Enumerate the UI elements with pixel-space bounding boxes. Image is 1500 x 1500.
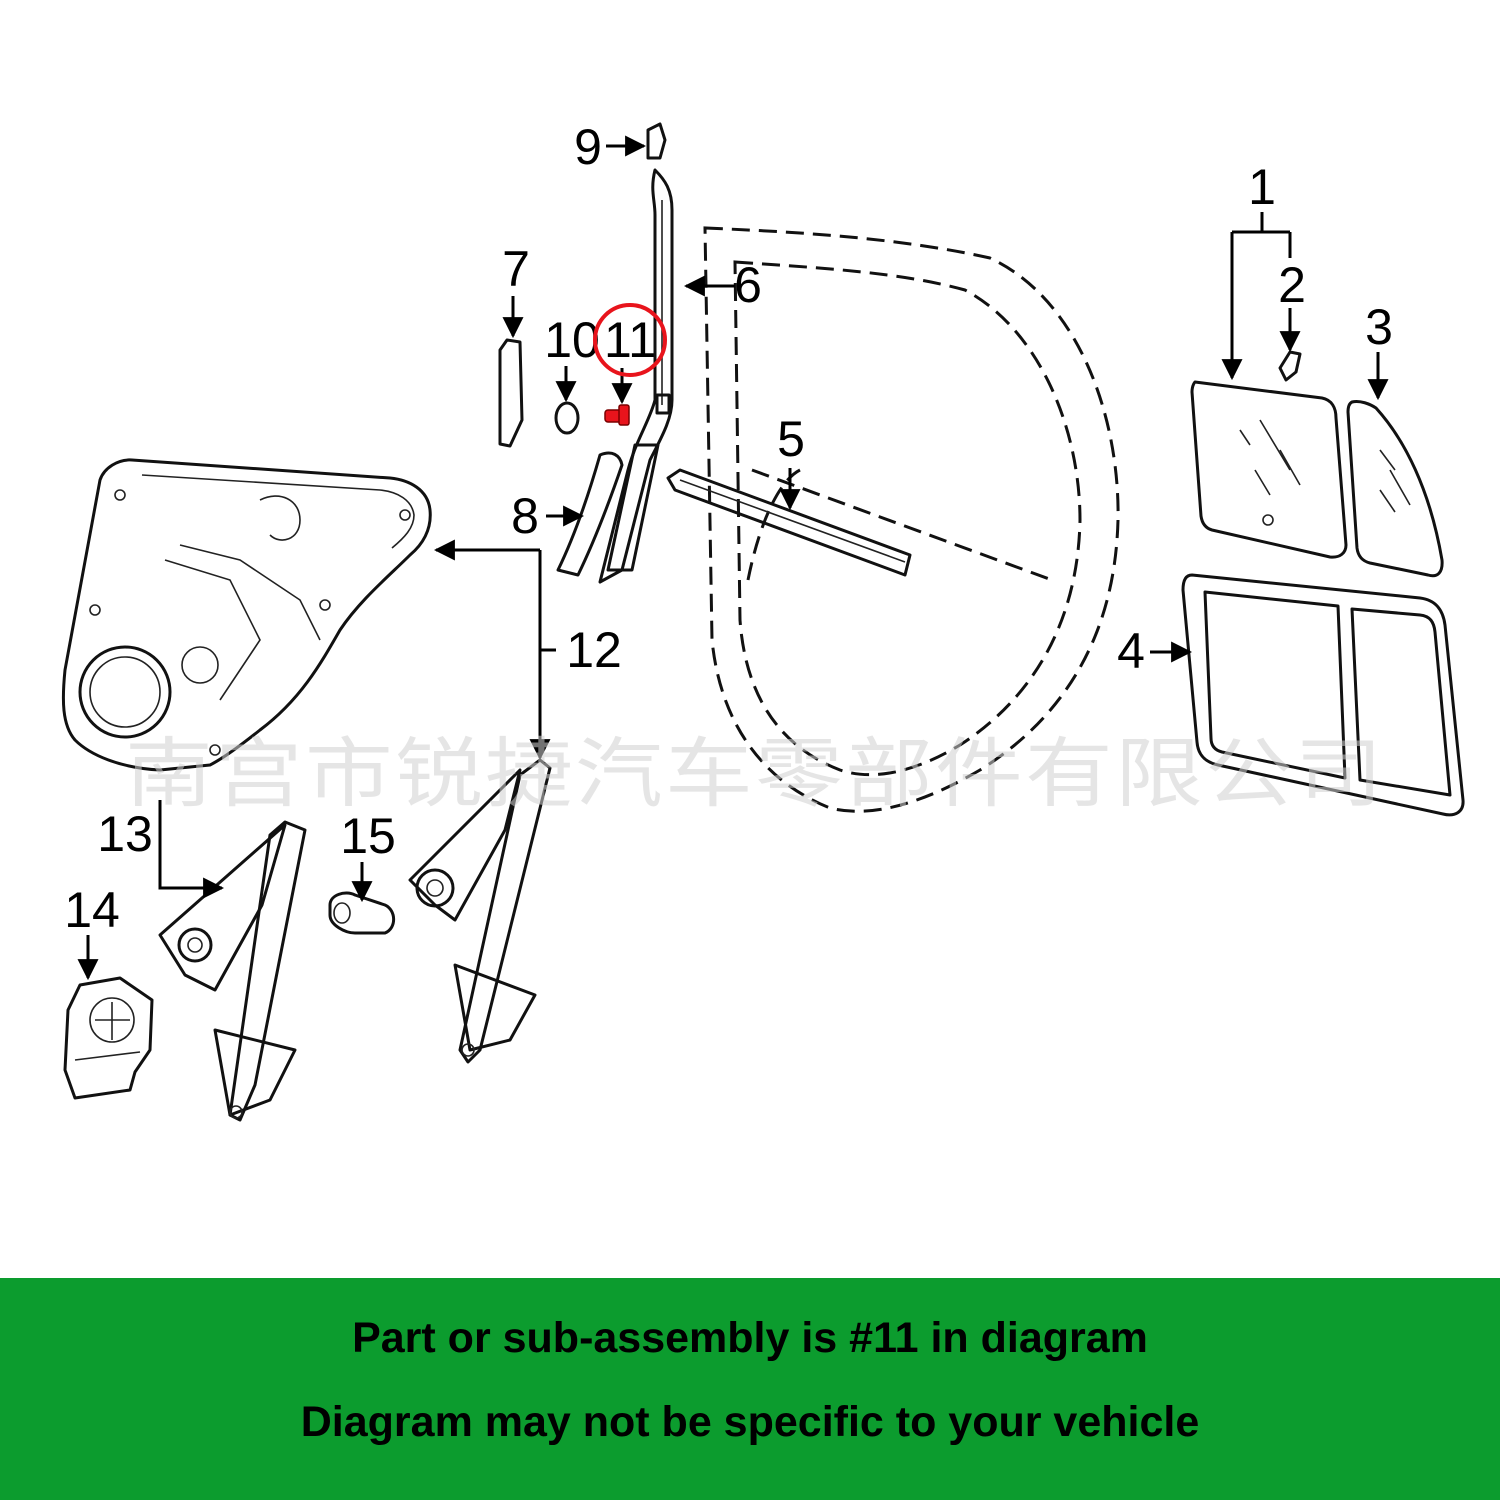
callout-numbers: 1 2 3 4 5 6 7 8 9 10 11 12 13 14 15: [64, 119, 1393, 938]
parts-diagram: 1 2 3 4 5 6 7 8 9 10 11 12 13 14 15 南宫市锐…: [61, 119, 1465, 1122]
part-12-regulator-right: [408, 758, 552, 1064]
callout-8: 8: [511, 488, 539, 544]
part-7-trim: [498, 338, 524, 448]
highlight-ring-11: [593, 303, 667, 377]
part-10-grommet: [554, 401, 580, 435]
callout-6: 6: [734, 257, 762, 313]
part-15-knob: [328, 891, 396, 935]
part-4-frame: [1181, 573, 1465, 817]
banner-disclaimer: Diagram may not be specific to your vehi…: [300, 1398, 1200, 1446]
callout-10: 10: [544, 312, 600, 368]
info-banner: Part or sub-assembly is #11 in diagram D…: [0, 1278, 1500, 1500]
callout-7: 7: [502, 241, 530, 297]
part-2-fastener: [1278, 350, 1302, 382]
part-14-motor: [63, 976, 154, 1100]
callout-14: 14: [64, 882, 120, 938]
callout-12: 12: [566, 622, 622, 678]
part-3-quarter-glass: [1346, 400, 1444, 578]
callout-5: 5: [777, 411, 805, 467]
part-11-screw: [604, 404, 630, 426]
callout-13: 13: [97, 806, 153, 862]
callout-3: 3: [1365, 299, 1393, 355]
part-9-clip: [646, 122, 667, 160]
part-6-channel: [598, 168, 674, 584]
callout-1: 1: [1248, 159, 1276, 215]
callout-2: 2: [1278, 257, 1306, 313]
leader-lines: [77, 135, 1389, 981]
callout-4: 4: [1117, 623, 1145, 679]
part-13-regulator-left: [158, 820, 307, 1122]
callout-11: 11: [604, 312, 656, 368]
callout-9: 9: [574, 119, 602, 175]
part-1-glass: [1190, 380, 1348, 559]
door-frame-outline: [703, 226, 1120, 813]
part-5-belt-molding: [666, 468, 912, 577]
callout-15: 15: [340, 808, 396, 864]
banner-part-note: Part or sub-assembly is #11 in diagram: [352, 1314, 1148, 1362]
watermark-text: 南宫市锐捷汽车零部件有限公司: [125, 729, 1385, 818]
part-12-door-panel: [61, 458, 432, 772]
